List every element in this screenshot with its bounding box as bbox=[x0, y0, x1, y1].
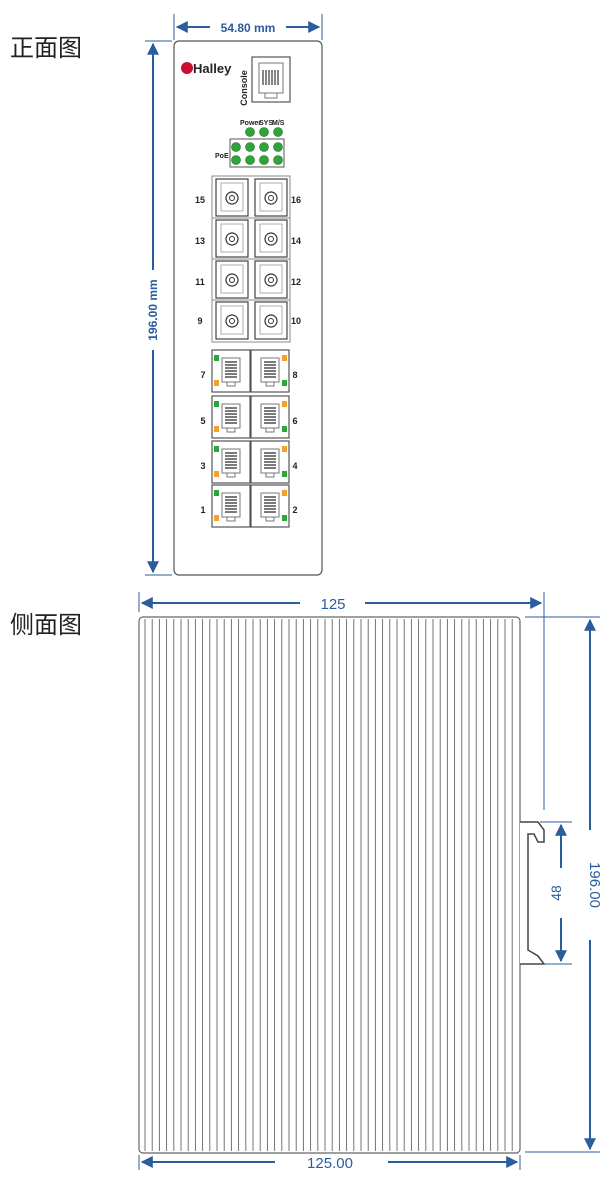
side-bottom-width-dimension: 125.00 bbox=[138, 1155, 521, 1172]
power-led bbox=[245, 127, 255, 137]
side-bottom-width-label: 125.00 bbox=[307, 1155, 353, 1172]
console-label: Console bbox=[239, 70, 249, 106]
rail-label: 48 bbox=[548, 885, 564, 901]
poe-led bbox=[245, 142, 255, 152]
link-led bbox=[214, 355, 219, 361]
speed-led bbox=[282, 515, 287, 521]
speed-led bbox=[282, 380, 287, 386]
link-led bbox=[282, 355, 287, 361]
poe-led bbox=[273, 155, 283, 165]
fiber-port-block: 15 16 13 14 11 12 9 10 bbox=[195, 175, 301, 343]
sfp-port bbox=[254, 301, 288, 340]
link-led bbox=[214, 490, 219, 496]
poe-led bbox=[259, 142, 269, 152]
sfp-port bbox=[254, 219, 288, 258]
led-label-sys: SYS bbox=[259, 120, 273, 127]
din-rail-clip bbox=[520, 821, 546, 965]
sfp-port bbox=[215, 178, 249, 217]
fiber-port-label: 13 bbox=[195, 236, 205, 246]
front-width-label: 54.80 mm bbox=[221, 21, 276, 35]
poe-led bbox=[231, 142, 241, 152]
halley-logo: Halley bbox=[181, 61, 232, 76]
led-label-power: Power bbox=[240, 120, 261, 127]
fiber-port-label: 14 bbox=[291, 236, 301, 246]
link-led bbox=[282, 490, 287, 496]
rj45-port-label: 4 bbox=[292, 461, 297, 471]
rj45-port-label: 7 bbox=[200, 370, 205, 380]
rj45-port-block: 7 8 5 6 3 4 1 2 bbox=[200, 349, 298, 528]
poe-led bbox=[245, 155, 255, 165]
fiber-port-label: 11 bbox=[195, 277, 205, 287]
sfp-port bbox=[215, 219, 249, 258]
sfp-port bbox=[215, 260, 249, 299]
side-view-title: 侧面图 bbox=[10, 611, 82, 639]
speed-led bbox=[214, 515, 219, 521]
rj45-port-label: 6 bbox=[292, 416, 297, 426]
sys-led bbox=[259, 127, 269, 137]
rj45-port bbox=[250, 395, 290, 439]
rj45-port-label: 3 bbox=[200, 461, 205, 471]
rj45-port bbox=[211, 484, 251, 528]
link-led bbox=[282, 446, 287, 452]
rail-dimension: 48 bbox=[540, 821, 572, 965]
speed-led bbox=[282, 426, 287, 432]
rj45-port-label: 1 bbox=[200, 505, 205, 515]
rj45-port-label: 8 bbox=[292, 370, 297, 380]
front-width-dimension: 54.80 mm bbox=[173, 14, 323, 40]
fiber-port-label: 9 bbox=[197, 316, 202, 326]
poe-led bbox=[259, 155, 269, 165]
link-led bbox=[282, 401, 287, 407]
console-port: Console bbox=[239, 56, 291, 106]
speed-led bbox=[214, 380, 219, 386]
rj45-port bbox=[211, 395, 251, 439]
speed-led bbox=[214, 426, 219, 432]
led-label-ms: M/S bbox=[272, 120, 285, 127]
link-led bbox=[214, 446, 219, 452]
front-height-dimension: 196.00 mm bbox=[145, 40, 172, 576]
sfp-port bbox=[215, 301, 249, 340]
poe-led bbox=[273, 142, 283, 152]
side-height-label: 196.00 bbox=[586, 862, 603, 908]
rj45-port bbox=[250, 484, 290, 528]
fiber-port-label: 15 bbox=[195, 195, 205, 205]
ms-led bbox=[273, 127, 283, 137]
fiber-port-label: 10 bbox=[291, 316, 301, 326]
brand-text: Halley bbox=[193, 61, 232, 76]
rj45-port-label: 2 bbox=[292, 505, 297, 515]
led-label-poe: PoE bbox=[215, 153, 229, 160]
rj45-port bbox=[250, 440, 290, 484]
side-top-width-dimension: 125 bbox=[138, 592, 545, 810]
sfp-port bbox=[254, 178, 288, 217]
speed-led bbox=[214, 471, 219, 477]
side-panel bbox=[138, 616, 521, 1154]
sfp-port bbox=[254, 260, 288, 299]
speed-led bbox=[282, 471, 287, 477]
link-led bbox=[214, 401, 219, 407]
led-indicators: Power SYS M/S PoE bbox=[215, 120, 285, 168]
rj45-port-label: 5 bbox=[200, 416, 205, 426]
fiber-port-label: 16 bbox=[291, 195, 301, 205]
rj45-port bbox=[211, 349, 251, 393]
poe-led bbox=[231, 155, 241, 165]
front-view-title: 正面图 bbox=[10, 34, 82, 62]
rj45-port bbox=[250, 349, 290, 393]
side-height-dimension: 196.00 bbox=[525, 616, 603, 1153]
front-height-label: 196.00 mm bbox=[146, 279, 160, 340]
side-top-width-label: 125 bbox=[320, 596, 345, 613]
fiber-port-label: 12 bbox=[291, 277, 301, 287]
rj45-port bbox=[211, 440, 251, 484]
